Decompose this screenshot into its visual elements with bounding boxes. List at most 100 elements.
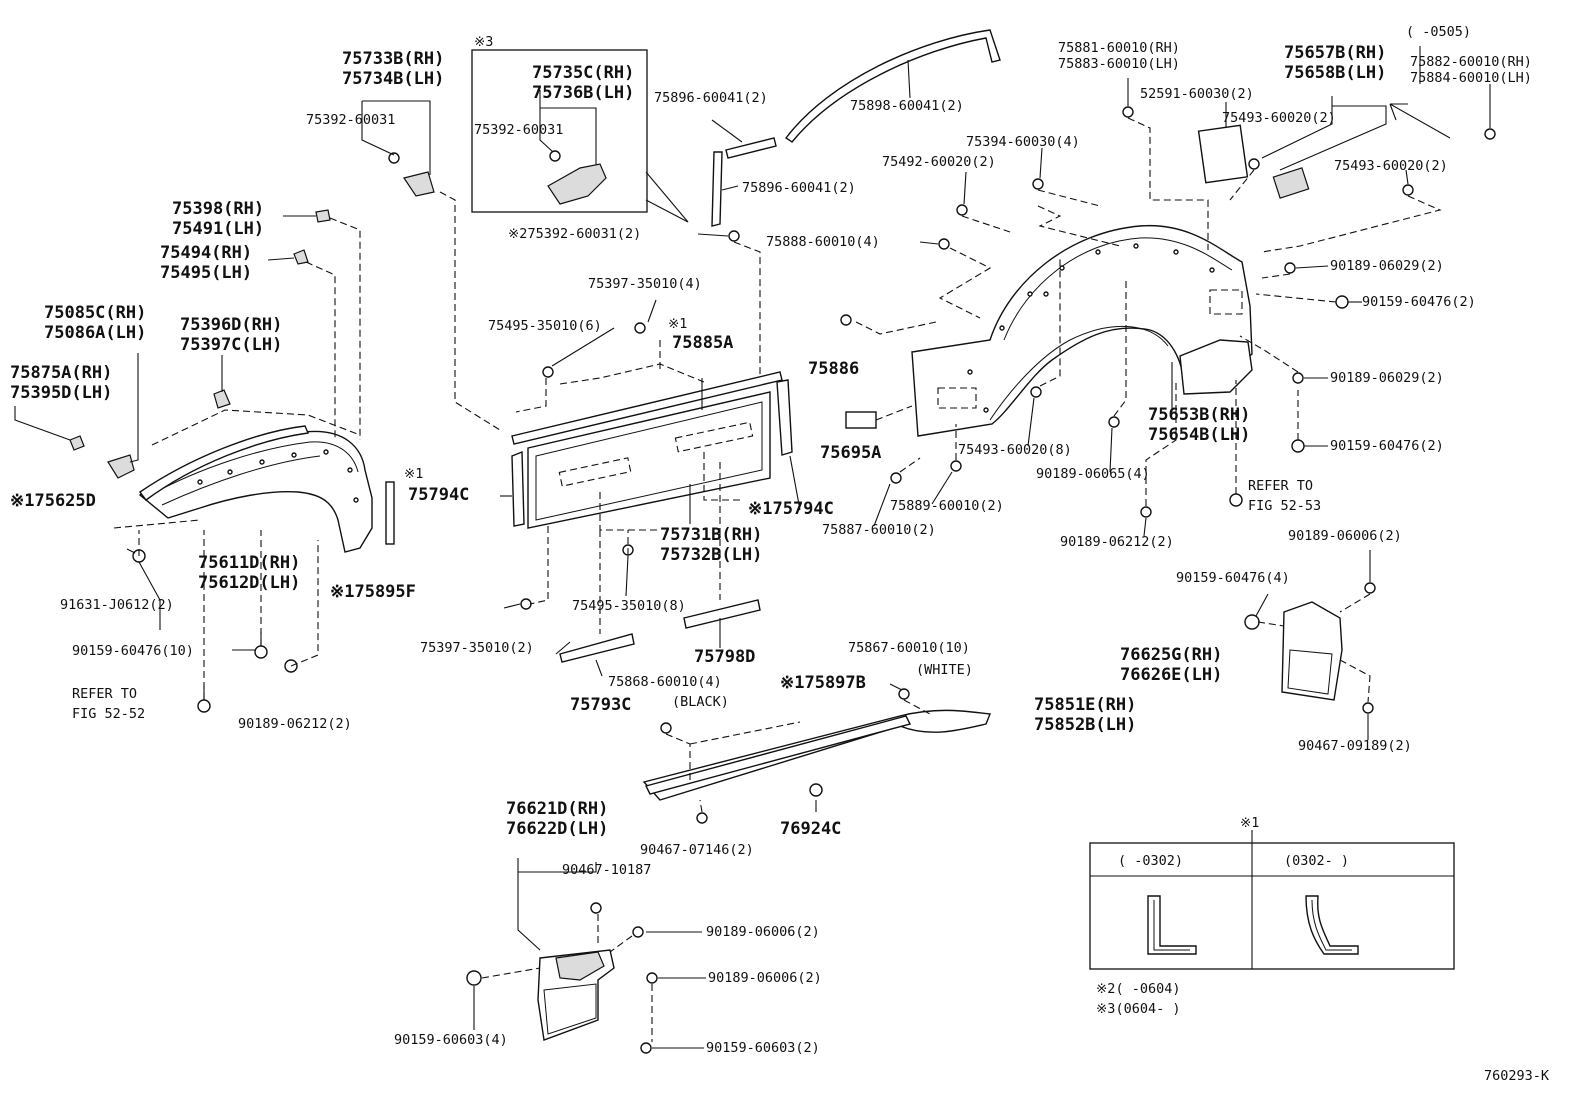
door-panel-75885a [527,391,771,529]
mudflap-76621d [537,949,615,1041]
label-75851e: 75851E(RH) [1034,695,1136,715]
clip-75493-b [1402,184,1414,196]
label-90189-06006c: 90189-06006(2) [1288,528,1402,544]
label-75883: 75883-60010(LH) [1058,56,1180,72]
clip-76924c [809,783,823,797]
bracket-75733b [388,152,435,197]
inset-box-3 [471,49,648,213]
label-76626e: 76626E(LH) [1120,665,1222,685]
label-75653b: 75653B(RH) [1148,405,1250,425]
clip-75493-c [1030,386,1042,398]
clip-75882 [1484,128,1496,140]
footnote-2: ※2( -0604) [1096,981,1180,997]
clip-75495-a [542,366,554,378]
label-black: (BLACK) [672,694,729,710]
label-75612d: 75612D(LH) [198,573,300,593]
label-refer-52-52a: REFER TO [72,686,137,702]
label-75495-35010a: 75495-35010(6) [488,318,602,334]
clip-75868 [660,722,672,734]
front-fender-flare-group [14,100,501,713]
fender-moulding-75625d [138,425,310,501]
rear-fender-flare-group [840,46,1496,740]
side-strip-75794c-left [511,450,525,527]
clip-90189-06029-b [1292,372,1304,384]
label-75493-a: 75493-60020(2) [1222,110,1336,126]
clip-90467-07146 [696,812,708,824]
clip-75396d [213,389,231,409]
rocker-moulding-75851e [642,709,991,801]
clip-90189-06006-a [632,926,644,938]
bolt-refer-52-53 [1229,493,1243,507]
clip-75889 [950,460,962,472]
label-75733b: 75733B(RH) [342,49,444,69]
label-75491: 75491(LH) [172,219,264,239]
label-75885a: 75885A [672,333,733,353]
clip-75887 [890,472,902,484]
label-75884: 75884-60010(LH) [1410,70,1532,86]
label-90159-60476b: 90159-60476(2) [1330,438,1444,454]
seal-strip-75895f [385,481,395,545]
bolt-90159-60603-a [466,970,482,986]
label-75887: 75887-60010(2) [822,522,936,538]
label-75793c: 75793C [570,695,631,715]
label-75625d: ※175625D [10,491,96,511]
strip-75896-a [725,137,777,159]
strip-75798d [683,599,761,629]
label-75398: 75398(RH) [172,199,264,219]
door-moulding-group [471,29,1001,677]
clip-75886 [840,314,852,326]
label-90189-06006a: 90189-06006(2) [706,924,820,940]
label-75882: 75882-60010(RH) [1410,54,1532,70]
label-75897b: ※175897B [780,673,866,693]
bolt-90159-60476-a [1335,295,1349,309]
label-ref3: ※3 [474,34,493,50]
label-52591: 52591-60030(2) [1140,86,1254,102]
label-75493-b: 75493-60020(2) [1334,158,1448,174]
label-90189-06029a: 90189-06029(2) [1330,258,1444,274]
label-refer-52-53b: FIG 52-53 [1248,498,1321,514]
label-90159-60476a: 90159-60476(2) [1362,294,1476,310]
label-90159-60603a: 90159-60603(4) [394,1032,508,1048]
label-76622d: 76622D(LH) [506,819,608,839]
clip-75492 [956,204,968,216]
strip-75793c [559,633,635,663]
label-90159-60476c: 90159-60476(4) [1176,570,1290,586]
label-75798d: 75798D [694,647,755,667]
label-90189-06212a: 90189-06212(2) [238,716,352,732]
label-ref1a: ※1 [668,316,687,332]
mudflap-76625g [1281,601,1343,701]
clip-75397-b [520,598,532,610]
label-76924c: 76924C [780,819,841,839]
clip-75392-c [728,230,740,242]
label-76621d: 76621D(RH) [506,799,608,819]
table-col2-header: (0302- ) [1284,853,1349,869]
clip-75398 [315,209,331,223]
label-75889: 75889-60010(2) [890,498,1004,514]
label-75397-35010a: 75397-35010(4) [588,276,702,292]
label-90159-10: 90159-60476(10) [72,643,194,659]
clip-75493-a [1248,158,1260,170]
label-75732b: 75732B(LH) [660,545,762,565]
rocker-strip-75897b [644,715,912,795]
side-strip-75794c-right [776,379,793,456]
tag-75695a [845,411,877,429]
label-90467-10187: 90467-10187 [562,862,651,878]
plate-75493 [1272,167,1310,199]
table-ref-label: ※1 [1240,815,1259,831]
label-90189-06006b: 90189-06006(2) [708,970,822,986]
label-75794c-r: ※175794C [748,499,834,519]
screw-90467-10187 [590,902,602,914]
label-75875a: 75875A(RH) [10,363,112,383]
clip-75494 [293,249,309,265]
plate-52591 [1197,124,1249,184]
label-75888: 75888-60010(4) [766,234,880,250]
bolt-90159-60603-b [640,1042,652,1054]
label-75867: 75867-60010(10) [848,640,970,656]
label-90189-06029b: 90189-06029(2) [1330,370,1444,386]
flare-holes-rear [967,243,1215,413]
table-col1-header: ( -0302) [1118,853,1183,869]
front-fender-flare [138,430,373,553]
label-75495-35010b: 75495-35010(8) [572,598,686,614]
label-90467-07146: 90467-07146(2) [640,842,754,858]
